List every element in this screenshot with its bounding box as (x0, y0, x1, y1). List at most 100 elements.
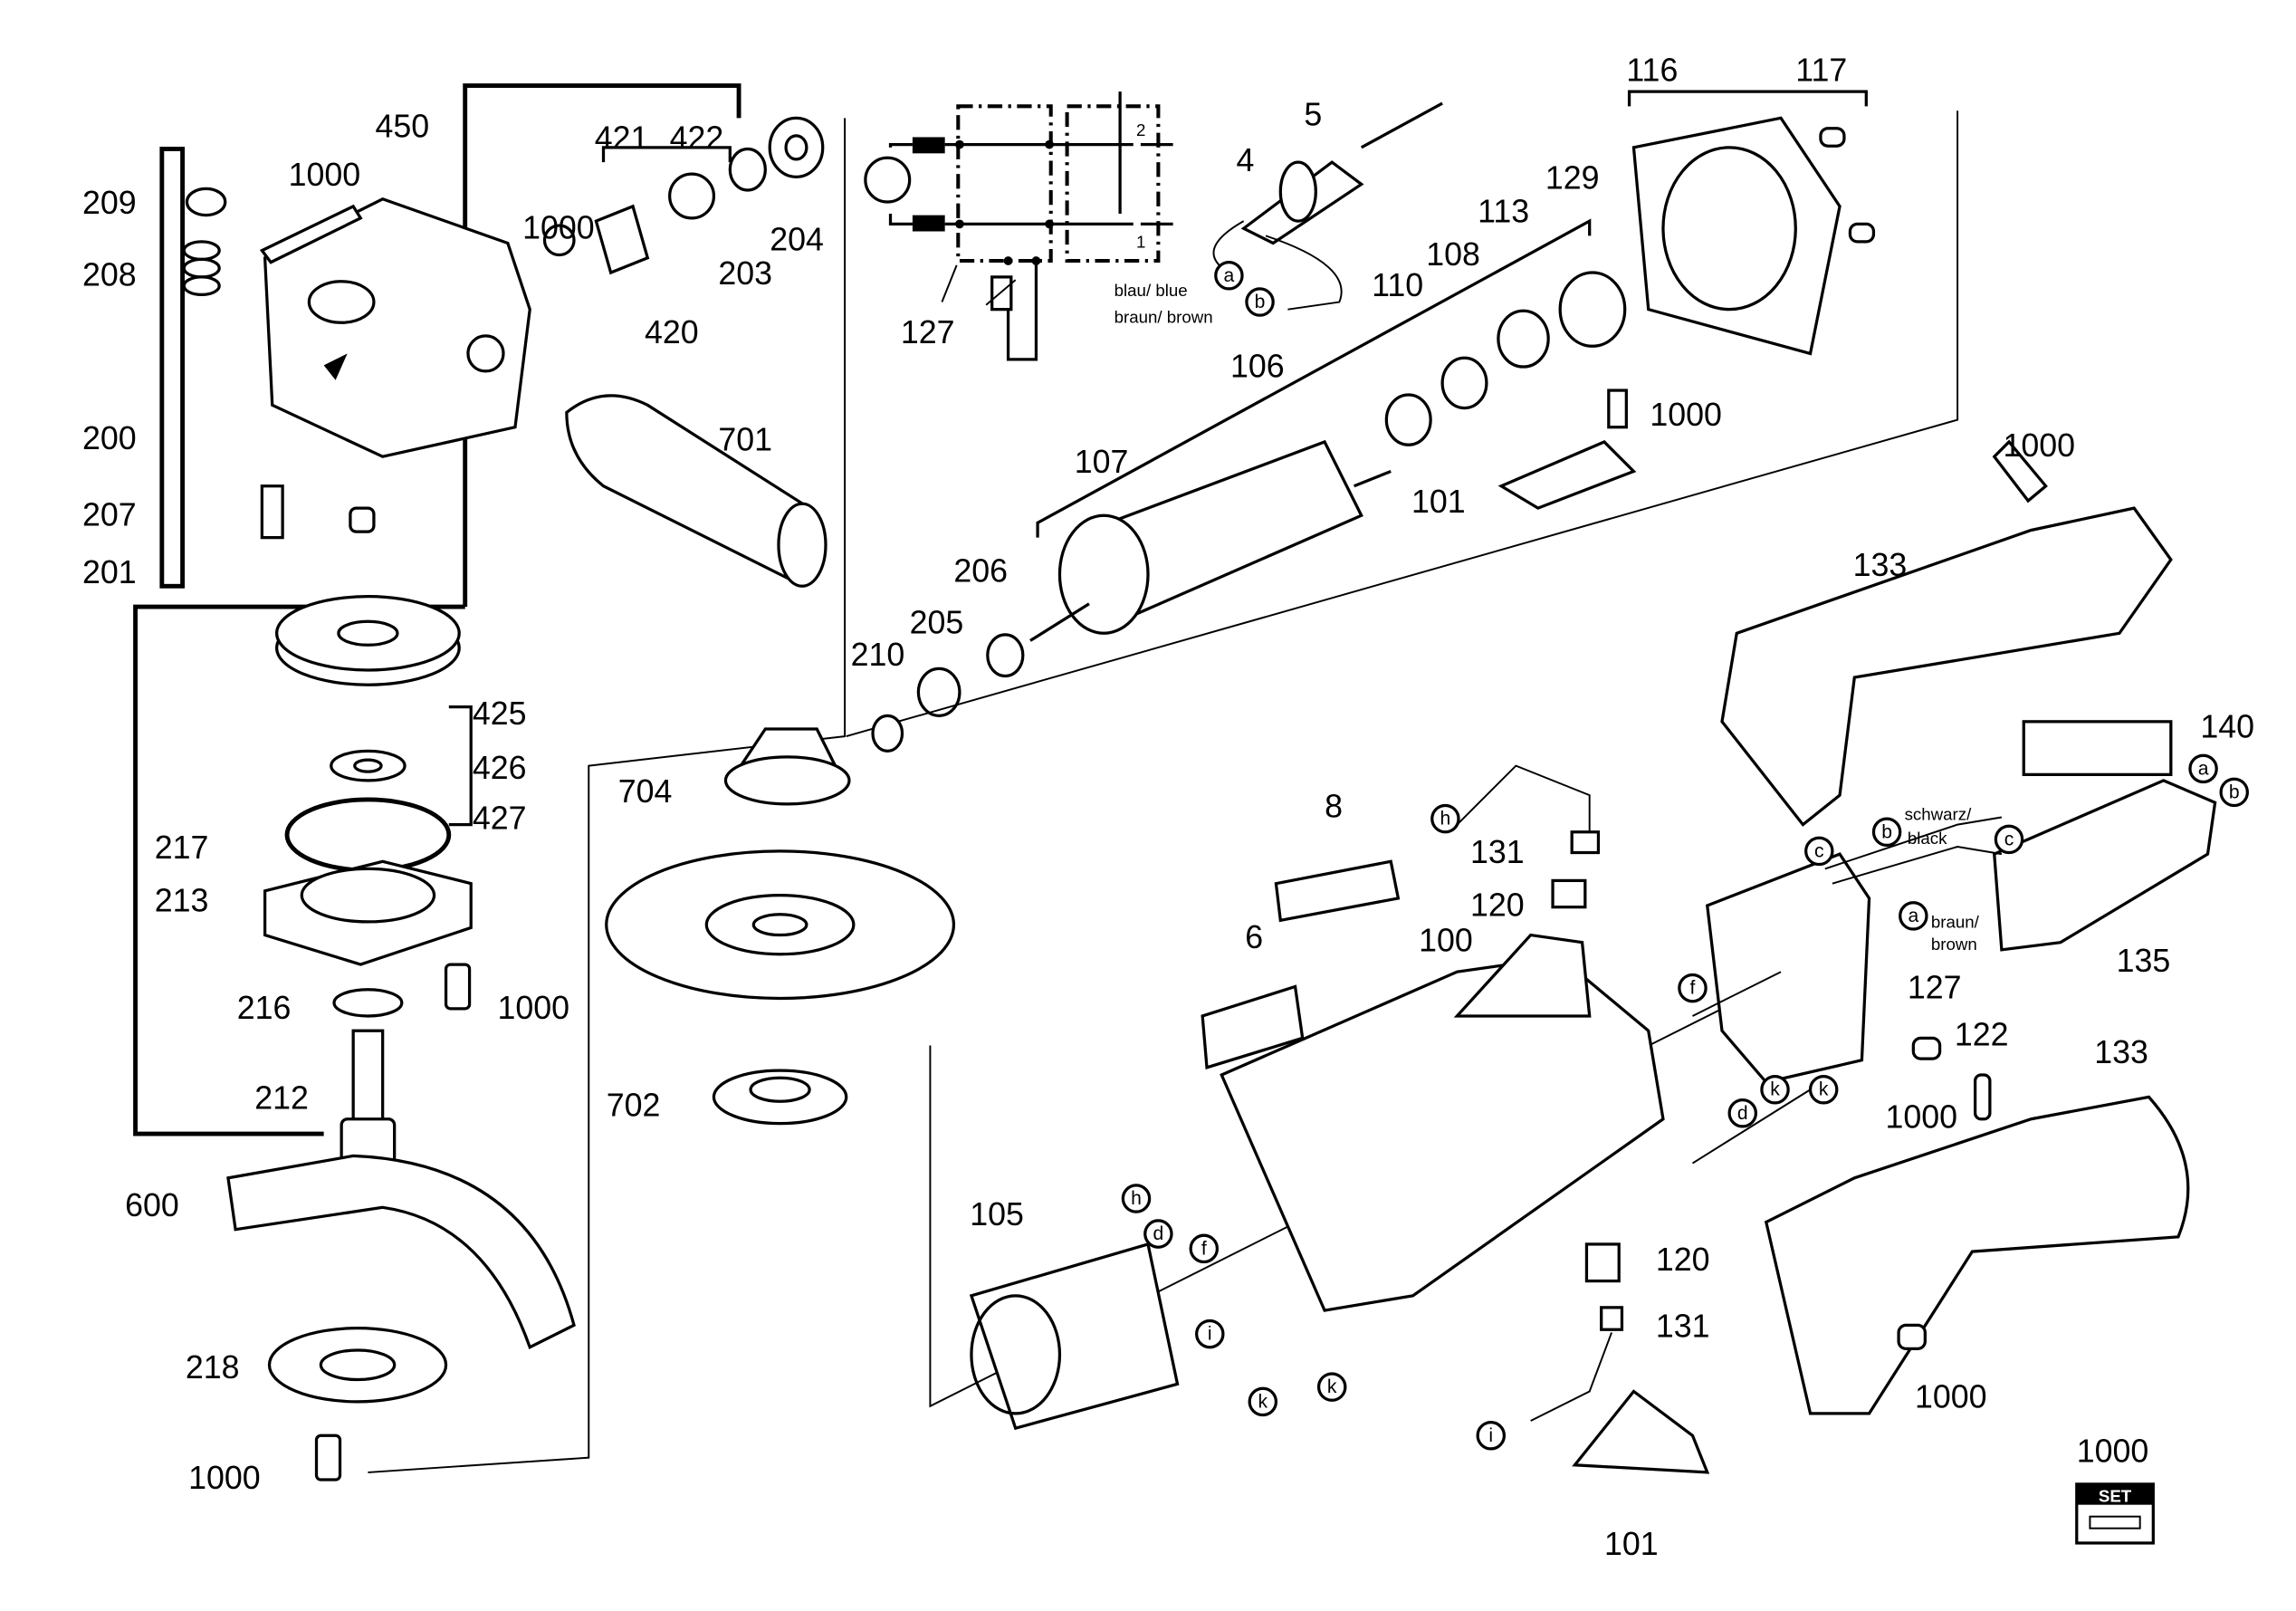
part-callout-425: 425 (473, 695, 527, 732)
part-callout-200: 200 (82, 420, 137, 456)
part-callout-427: 427 (473, 801, 527, 837)
part-callout-1000: 1000 (188, 1460, 261, 1496)
part-callout-133: 133 (1853, 547, 1908, 583)
part-callout-203: 203 (718, 255, 772, 292)
part-callout-702: 702 (607, 1088, 661, 1124)
connector-marker-circle (1899, 901, 1928, 931)
connector-letter-a: a (1224, 265, 1235, 286)
connector-marker-circle (1248, 1386, 1278, 1417)
connector-letter-k: k (1327, 1376, 1337, 1397)
connector-letter-b: b (1255, 292, 1266, 312)
connector-marker-circle (2188, 753, 2218, 784)
connector-marker-circle (1476, 1421, 1507, 1451)
connector-letter-i: i (1208, 1324, 1212, 1345)
part-callout-120: 120 (1470, 887, 1525, 923)
part-callout-127: 127 (901, 314, 955, 350)
circuit-diagram (864, 91, 1173, 361)
connector-letter-d: d (1153, 1223, 1164, 1244)
terminal-number: 2 (1136, 120, 1145, 139)
connector-marker-circle (1727, 1098, 1758, 1128)
part-callout-704: 704 (618, 773, 673, 810)
part-callout-1000: 1000 (1885, 1099, 1957, 1136)
part-callout-1000: 1000 (497, 990, 569, 1026)
part-callout-105: 105 (970, 1196, 1024, 1232)
part-callout-212: 212 (254, 1079, 309, 1116)
part-callout-1000: 1000 (522, 210, 595, 246)
pinion-and-handle (542, 116, 828, 588)
circuit-terminal-numbers: 21 (1136, 120, 1145, 252)
connector-letter-k: k (1819, 1079, 1829, 1100)
part-callout-600: 600 (125, 1187, 179, 1223)
part-callout-129: 129 (1545, 159, 1600, 196)
wire-color-note: blau/ blue (1115, 281, 1188, 300)
part-callout-127: 127 (1908, 969, 1962, 1005)
spindle-assembly (226, 595, 576, 1482)
connector-letter-i: i (1488, 1425, 1493, 1446)
electronics-module (1456, 764, 2190, 1474)
part-callout-701: 701 (718, 422, 772, 458)
part-callout-1000: 1000 (1650, 397, 1722, 433)
set-label: SET (2099, 1486, 2132, 1505)
part-callout-107: 107 (1075, 444, 1129, 480)
part-callout-131: 131 (1656, 1308, 1710, 1344)
part-callout-213: 213 (155, 883, 209, 919)
connector-marker-circle (1189, 1233, 1220, 1264)
wire-color-note: black (1908, 829, 1947, 848)
part-callout-101: 101 (1604, 1526, 1659, 1562)
part-callout-206: 206 (953, 552, 1008, 589)
part-callout-1000: 1000 (2077, 1434, 2149, 1470)
terminal-number: 1 (1136, 232, 1145, 251)
connector-marker-circle (2219, 777, 2249, 808)
connector-letter-f: f (1201, 1238, 1207, 1259)
part-callout-216: 216 (237, 990, 292, 1026)
part-callout-421: 421 (595, 120, 649, 156)
part-callout-420: 420 (645, 314, 699, 350)
part-callout-207: 207 (82, 497, 137, 533)
connector-marker-circle (1678, 973, 1708, 1003)
part-callout-210: 210 (851, 637, 905, 673)
connector-letter-a: a (2198, 758, 2209, 779)
part-callout-117: 117 (1795, 53, 1847, 89)
part-callout-135: 135 (2117, 943, 2171, 979)
cord-and-armature (1029, 101, 1876, 642)
part-callout-131: 131 (1470, 834, 1525, 870)
part-callout-108: 108 (1426, 236, 1480, 273)
connector-letter-b: b (2229, 782, 2240, 802)
connector-marker-circle (1143, 1219, 1173, 1249)
connector-letter-f: f (1690, 978, 1696, 999)
part-callout-122: 122 (1955, 1016, 2009, 1052)
part-callout-217: 217 (155, 829, 209, 866)
part-callout-110: 110 (1372, 267, 1423, 303)
part-callout-208: 208 (82, 257, 137, 293)
part-callout-116: 116 (1626, 53, 1678, 89)
part-callout-133: 133 (2094, 1034, 2148, 1070)
part-callout-113: 113 (1478, 194, 1529, 230)
part-callout-218: 218 (186, 1349, 240, 1386)
wire-color-note: braun/ brown (1115, 307, 1213, 326)
part-callout-422: 422 (670, 120, 724, 156)
connector-letter-h: h (1131, 1188, 1142, 1209)
wire-color-note: braun/ (1931, 912, 1980, 931)
part-callout-5: 5 (1304, 96, 1322, 132)
gear-housing-200 (182, 187, 531, 540)
connector-marker-circle (1245, 287, 1275, 317)
connector-marker-circle (1430, 803, 1460, 834)
part-callout-140: 140 (2200, 709, 2254, 745)
connector-marker-circle (1994, 824, 2024, 855)
wire-color-note: brown (1931, 935, 1977, 954)
part-callout-106: 106 (1230, 348, 1285, 384)
part-callout-204: 204 (770, 222, 824, 258)
flanges-and-disc (605, 633, 1025, 1126)
connector-marker-circle (1804, 836, 1834, 867)
part-callout-1000: 1000 (2003, 427, 2075, 464)
part-callout-209: 209 (82, 185, 137, 221)
connector-letter-k: k (1258, 1391, 1268, 1412)
connector-marker-circle (1121, 1184, 1152, 1213)
part-callout-205: 205 (910, 604, 964, 640)
connector-letter-b: b (1881, 821, 1892, 842)
connector-letter-d: d (1737, 1103, 1748, 1124)
part-callout-101: 101 (1411, 484, 1466, 520)
